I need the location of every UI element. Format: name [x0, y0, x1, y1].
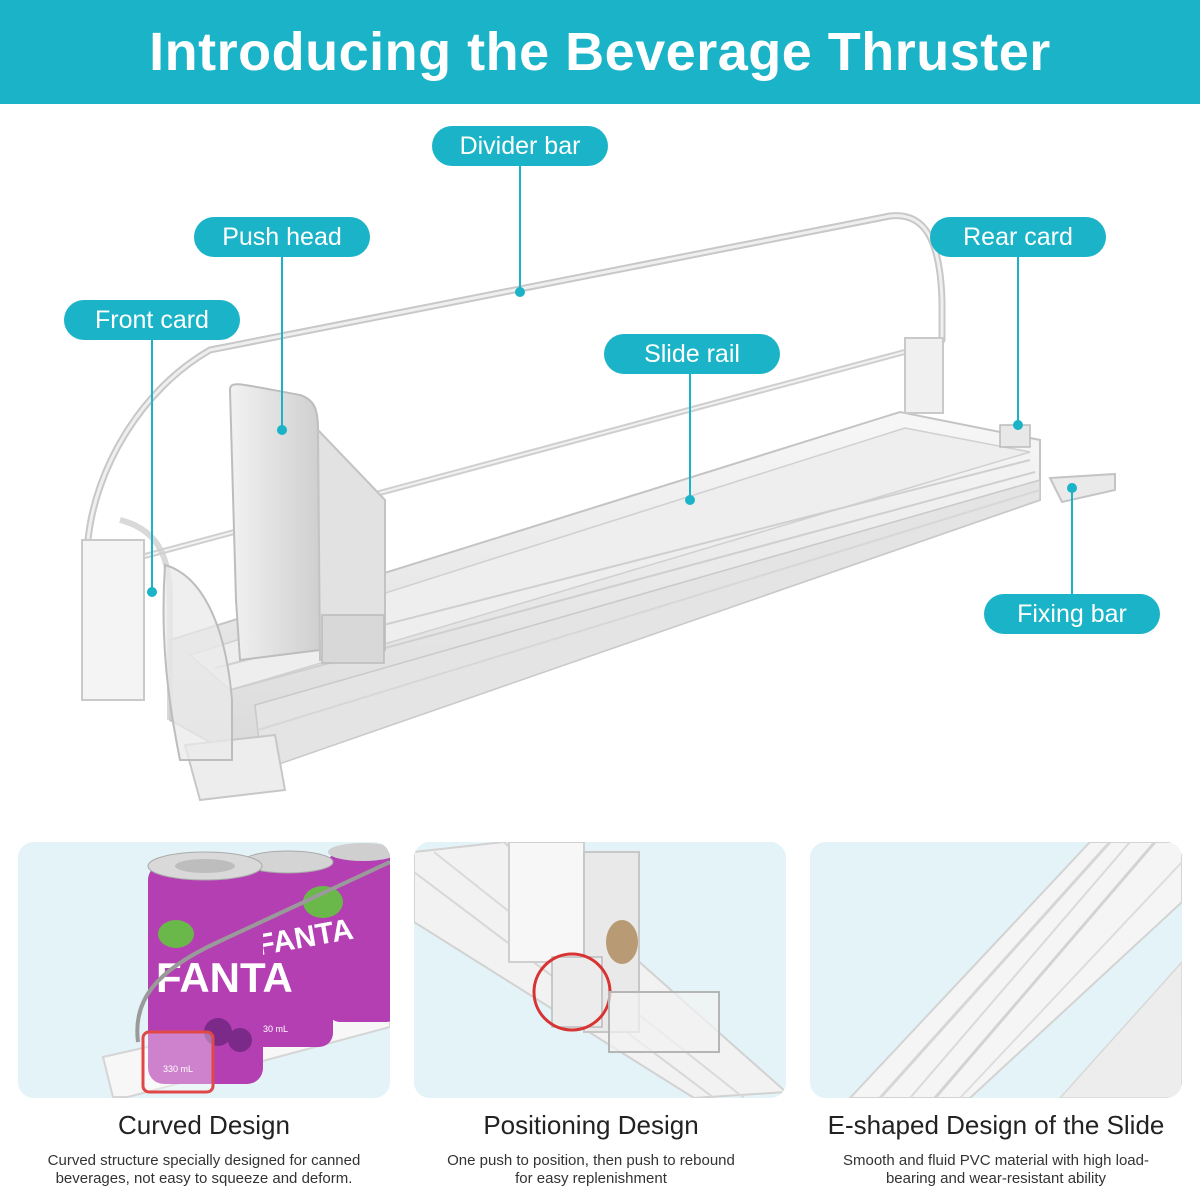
eshaped-rail-illustration	[810, 842, 1182, 1098]
rear-card	[904, 337, 944, 414]
feature-desc-curved-line1: Curved structure specially designed for …	[47, 1152, 361, 1169]
product-diagram: Divider bar Push head Rear card Front ca…	[0, 104, 1200, 834]
page-title: Introducing the Beverage Thruster	[149, 22, 1051, 82]
can-right	[328, 843, 390, 1022]
fixing-bar	[1048, 472, 1116, 504]
feature-desc-curved: Curved structure specially designed for …	[9, 1152, 399, 1188]
feature-image-eshaped	[810, 842, 1182, 1098]
beverage-thruster-illustration	[81, 165, 1116, 802]
feature-desc-positioning-line2: for easy replenishment	[515, 1170, 667, 1187]
positioning-illustration	[414, 842, 786, 1098]
feature-title-eshaped: E-shaped Design of the Slide	[827, 1110, 1165, 1140]
feature-title-positioning: Positioning Design	[483, 1110, 699, 1140]
header-banner: Introducing the Beverage Thruster	[0, 0, 1200, 104]
callout-divider-bar: Divider bar	[432, 126, 608, 166]
feature-desc-eshaped-line1: Smooth and fluid PVC material with high …	[843, 1152, 1149, 1169]
can-volume-middle: 330 mL	[258, 1024, 288, 1034]
callout-slide-rail: Slide rail	[604, 334, 780, 374]
cans-illustration: FANTA 330 mL FANTA 330 mL	[18, 842, 390, 1098]
feature-desc-positioning-line1: One push to position, then push to rebou…	[447, 1152, 735, 1169]
can-middle: FANTA 330 mL	[242, 850, 356, 1047]
feature-title-curved: Curved Design	[118, 1110, 290, 1140]
front-card	[81, 539, 145, 701]
feature-image-positioning	[414, 842, 786, 1098]
feature-image-curved: FANTA 330 mL FANTA 330 mL	[18, 842, 390, 1098]
feature-desc-positioning: One push to position, then push to rebou…	[396, 1152, 786, 1188]
callout-front-card: Front card	[64, 300, 240, 340]
callout-fixing-bar: Fixing bar	[984, 594, 1160, 634]
callout-rear-card: Rear card	[930, 217, 1106, 257]
can-volume-front: 330 mL	[163, 1064, 193, 1074]
can-brand-front: FANTA	[156, 954, 293, 1001]
callout-push-head: Push head	[194, 217, 370, 257]
push-head	[228, 383, 322, 662]
feature-desc-curved-line2: beverages, not easy to squeeze and defor…	[55, 1170, 353, 1187]
feature-desc-eshaped: Smooth and fluid PVC material with high …	[801, 1152, 1191, 1188]
feature-desc-eshaped-line2: bearing and wear-resistant ability	[885, 1170, 1107, 1187]
